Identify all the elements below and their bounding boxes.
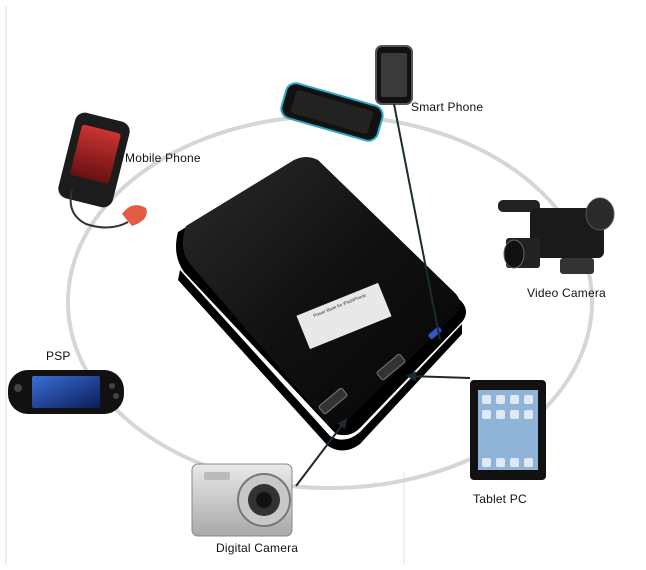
label-digital-camera: Digital Camera	[216, 541, 299, 555]
connector-digital-camera	[295, 418, 348, 487]
product-label	[296, 282, 392, 350]
label-psp: PSP	[46, 349, 71, 363]
digital-camera-image	[191, 463, 293, 537]
video-camera-image	[498, 197, 615, 274]
label-video-camera: Video Camera	[527, 286, 606, 300]
connector-smart-phone	[393, 103, 441, 341]
usb-port	[376, 353, 406, 381]
connector-tablet-pc	[406, 371, 471, 382]
tablet-pc-image	[470, 380, 546, 480]
label-tablet-pc: Tablet PC	[473, 492, 527, 506]
psp-image	[8, 370, 124, 414]
power-bank: Power Bank for iPad/iPhone	[176, 157, 466, 451]
mobile-phone-image	[58, 112, 147, 229]
usb-port	[318, 387, 348, 415]
label-mobile-phone: Mobile Phone	[125, 151, 201, 165]
label-smart-phone: Smart Phone	[411, 100, 484, 114]
smart-phone-image	[280, 45, 413, 142]
